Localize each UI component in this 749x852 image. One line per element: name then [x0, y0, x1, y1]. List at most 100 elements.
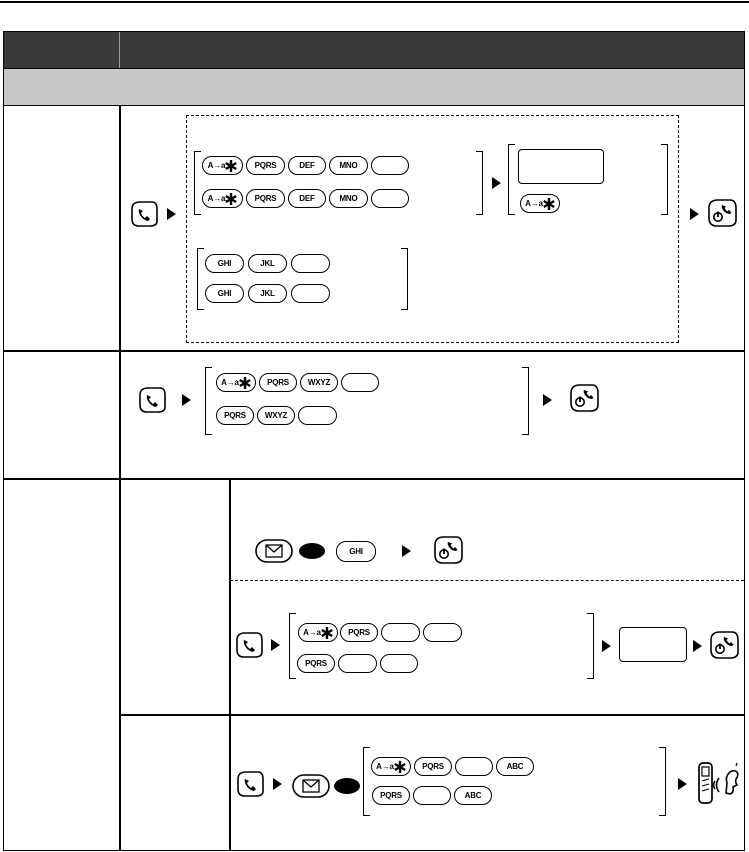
blank-key[interactable]: [291, 254, 330, 273]
blank-key[interactable]: [455, 757, 493, 776]
asterisk-icon: [225, 192, 238, 205]
section-title: [10, 78, 710, 94]
pqrs-key[interactable]: PQRS: [372, 786, 410, 805]
arrow: [402, 545, 411, 557]
section-band: [4, 68, 744, 106]
end-icon[interactable]: [567, 382, 601, 414]
bracket-right: [659, 747, 666, 816]
wxyz-key[interactable]: WXYZ: [300, 373, 338, 392]
row-divider-1: [4, 350, 744, 352]
bracket-left: [197, 248, 204, 310]
mno-key[interactable]: MNO: [329, 189, 368, 208]
display-screen: [619, 627, 687, 662]
case-key[interactable]: A→a: [202, 189, 243, 208]
header-divider: [119, 32, 120, 68]
dashed-group-box: [186, 115, 679, 343]
pqrs-key[interactable]: PQRS: [340, 623, 378, 642]
navigator-icon[interactable]: [298, 542, 326, 560]
end-icon[interactable]: [705, 197, 739, 229]
end-icon[interactable]: [707, 629, 741, 661]
blank-key[interactable]: [423, 623, 462, 642]
blank-key[interactable]: [341, 373, 379, 392]
table-frame: [3, 31, 745, 851]
arrow: [492, 177, 501, 189]
blank-key[interactable]: [380, 654, 418, 673]
navigator-icon[interactable]: [333, 777, 361, 795]
blank-key[interactable]: [298, 406, 337, 425]
col-divider-sub: [229, 479, 231, 851]
case-key-label: A→a: [207, 194, 226, 203]
pqrs-key[interactable]: PQRS: [246, 156, 285, 175]
case-key[interactable]: A→a: [371, 757, 411, 776]
bracket-right: [401, 248, 408, 310]
talk-icon[interactable]: [234, 769, 266, 799]
asterisk-icon: [394, 760, 406, 773]
wxyz-key[interactable]: WXYZ: [257, 406, 295, 425]
display-screen: [518, 149, 604, 184]
case-key[interactable]: A→a: [520, 194, 560, 213]
talk-icon[interactable]: [128, 199, 160, 229]
col-divider-main: [119, 106, 121, 851]
bracket-right: [661, 144, 668, 215]
header-cell-1: [10, 42, 110, 58]
abc-key[interactable]: ABC: [454, 786, 492, 805]
pqrs-key[interactable]: PQRS: [216, 406, 254, 425]
bracket-left: [363, 747, 370, 816]
blank-key[interactable]: [371, 156, 409, 175]
arrow: [182, 394, 191, 406]
bracket-right: [476, 151, 483, 215]
mail-icon[interactable]: [255, 539, 293, 563]
abc-key[interactable]: ABC: [496, 757, 534, 776]
ghi-key[interactable]: GHI: [205, 254, 244, 273]
case-key-label: A→a: [207, 161, 226, 170]
blank-key[interactable]: [381, 623, 420, 642]
blank-key[interactable]: [338, 654, 377, 673]
case-key[interactable]: A→a: [216, 373, 256, 392]
pqrs-key[interactable]: PQRS: [297, 654, 335, 673]
jkl-key[interactable]: JKL: [248, 254, 287, 273]
arrow: [271, 639, 280, 651]
mail-icon[interactable]: [292, 774, 330, 798]
ghi-key[interactable]: GHI: [336, 541, 376, 562]
bracket-right: [587, 613, 594, 679]
case-key[interactable]: A→a: [202, 156, 243, 175]
top-rule: [0, 1, 749, 3]
talk-icon[interactable]: [233, 630, 265, 660]
def-key[interactable]: DEF: [288, 156, 326, 175]
asterisk-icon: [543, 197, 555, 210]
talk-icon[interactable]: [136, 385, 168, 415]
arrow: [543, 394, 552, 406]
phone-speaking-icon: [698, 762, 739, 804]
ghi-key[interactable]: GHI: [205, 284, 244, 303]
case-key[interactable]: A→a: [298, 623, 338, 642]
pqrs-key[interactable]: PQRS: [414, 757, 452, 776]
bracket-right: [522, 367, 529, 435]
blank-key[interactable]: [413, 786, 451, 805]
row-divider-3: [119, 714, 744, 716]
bracket-left: [508, 144, 515, 215]
pqrs-key[interactable]: PQRS: [246, 189, 285, 208]
blank-key[interactable]: [291, 284, 330, 303]
row-divider-2: [4, 478, 744, 480]
asterisk-icon: [321, 626, 333, 639]
mno-key[interactable]: MNO: [329, 156, 368, 175]
bracket-left: [194, 151, 201, 215]
case-key-label: A→a: [303, 628, 321, 637]
jkl-key[interactable]: JKL: [248, 284, 287, 303]
arrow: [678, 778, 687, 790]
def-key[interactable]: DEF: [288, 189, 326, 208]
header-cell-2: [130, 42, 730, 58]
arrow: [167, 208, 176, 220]
asterisk-icon: [225, 159, 238, 172]
asterisk-icon: [239, 376, 251, 389]
dashed-separator: [230, 580, 744, 581]
pqrs-key[interactable]: PQRS: [259, 373, 297, 392]
bracket-left: [205, 367, 212, 435]
table-header: [4, 32, 744, 68]
case-key-label: A→a: [525, 199, 543, 208]
blank-key[interactable]: [371, 189, 409, 208]
arrow: [690, 208, 699, 220]
end-icon[interactable]: [431, 534, 465, 566]
arrow: [273, 778, 282, 790]
case-key-label: A→a: [221, 378, 239, 387]
